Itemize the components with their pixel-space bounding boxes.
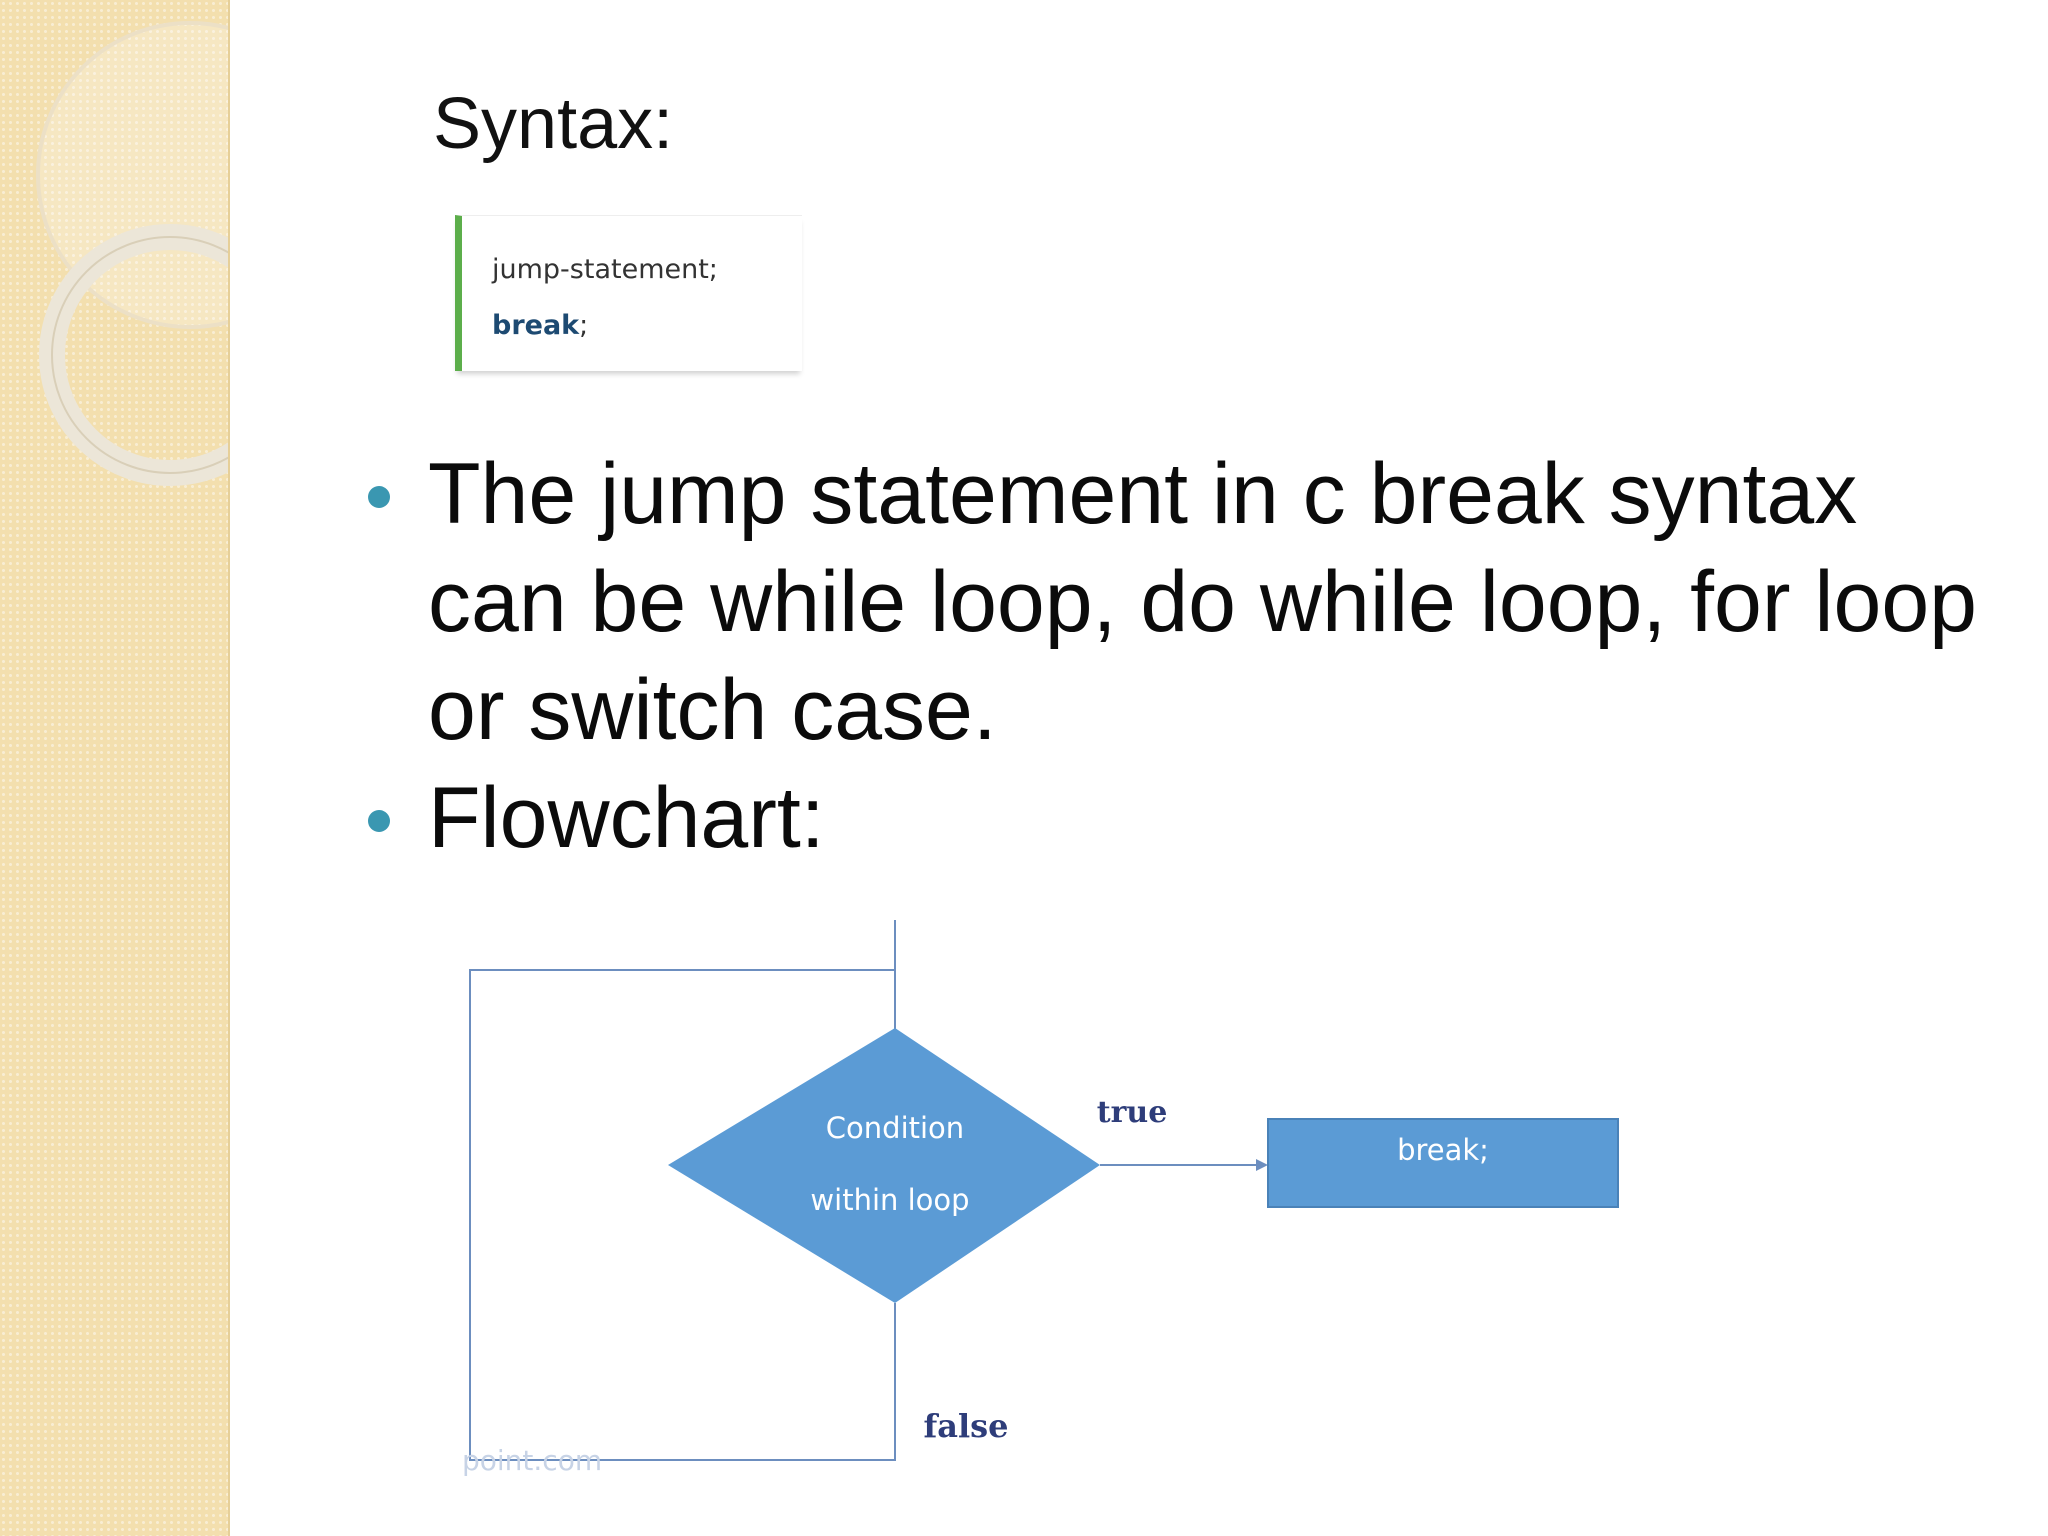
- loop-back-line: [469, 969, 896, 1461]
- code-snippet-box: jump-statement; break;: [455, 215, 802, 371]
- code-line-break: break;: [492, 310, 588, 341]
- true-label: true: [1097, 1095, 1168, 1130]
- code-semicolon: ;: [579, 310, 589, 341]
- condition-label-line-1: Condition: [826, 1111, 964, 1145]
- bullet-text: Flowchart:: [428, 770, 825, 866]
- bullet-dot-icon: [368, 486, 390, 508]
- break-action-label: break;: [1397, 1133, 1489, 1167]
- break-action-box: [1267, 1118, 1619, 1208]
- sidebar-circles-decoration: [36, 21, 228, 486]
- bullet-text: The jump statement in c break syntax can…: [428, 446, 1978, 758]
- bullet-list: The jump statement in c break syntax can…: [360, 440, 2000, 872]
- condition-label-line-2: within loop: [810, 1183, 969, 1217]
- code-line-jump-statement: jump-statement;: [492, 254, 718, 285]
- bullet-item: The jump statement in c break syntax can…: [360, 440, 2000, 764]
- bullet-item: Flowchart:: [360, 764, 2000, 872]
- syntax-heading: Syntax:: [433, 84, 674, 164]
- watermark-text: point.com: [462, 1444, 602, 1477]
- bullet-dot-icon: [368, 810, 390, 832]
- condition-diamond: [668, 1028, 1100, 1303]
- break-flowchart: Condition within loop break; true false …: [462, 920, 1619, 1477]
- false-label: false: [923, 1407, 1008, 1445]
- code-keyword-break: break: [492, 310, 580, 341]
- decorative-sidebar: [0, 0, 230, 1536]
